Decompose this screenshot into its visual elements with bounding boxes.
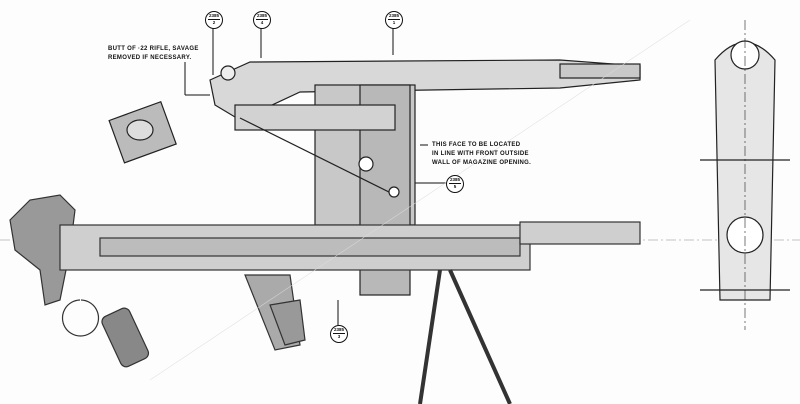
balloon-drawing-no: 2385 xyxy=(333,327,345,334)
balloon-drawing-no: 2385 xyxy=(208,13,220,20)
note-face-location: THIS FACE TO BE LOCATED IN LINE WITH FRO… xyxy=(432,142,532,166)
balloon-part-no: 3 xyxy=(337,334,341,339)
machine-gun xyxy=(9,194,641,404)
balloon-drawing-no: 2385 xyxy=(449,177,461,184)
balloon-part-no: 1 xyxy=(392,20,396,25)
balloon-part-no: 4 xyxy=(260,20,264,25)
balloon-drawing-no: 2385 xyxy=(388,13,400,20)
balloon-drawing-no: 2385 xyxy=(256,13,268,20)
end-elevation-view xyxy=(700,20,790,330)
section-view-left xyxy=(108,100,177,164)
balloon-part-no: 2 xyxy=(212,20,216,25)
note-butt-of-rifle: BUTT OF ·22 RIFLE, SAVAGE REMOVED IF NEC… xyxy=(108,46,199,61)
rifle-top xyxy=(209,59,641,121)
balloon-part-no: 5 xyxy=(453,184,457,189)
watermark xyxy=(149,19,691,381)
